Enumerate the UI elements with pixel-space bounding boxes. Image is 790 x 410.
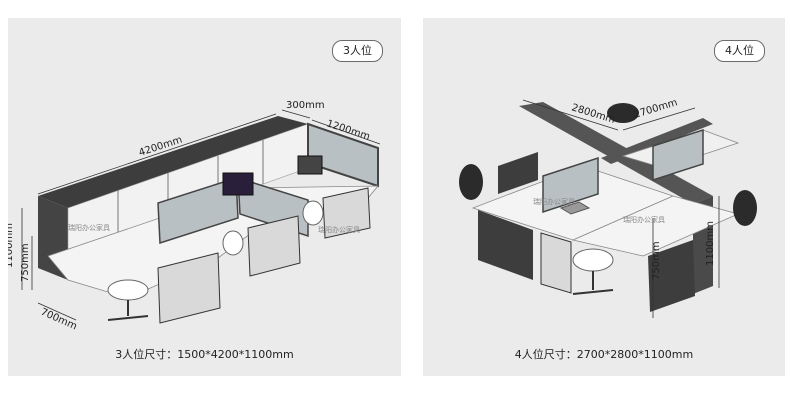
monitor <box>297 155 323 175</box>
dimension-depth-top: 300mm <box>286 100 325 111</box>
office-chair <box>107 279 149 301</box>
office-chair <box>572 248 614 272</box>
dimension-line <box>37 113 277 195</box>
product-panel-4-seat: 4人位 2800mm 2700mm 1100mm <box>423 18 785 376</box>
office-chair <box>222 230 244 256</box>
monitor <box>222 172 254 196</box>
office-chair <box>733 190 757 226</box>
desk-pedestal <box>478 210 533 280</box>
glass-partition <box>542 156 599 214</box>
watermark: 瑞阳办公家具 <box>623 215 665 224</box>
product-panel-3-seat: 3人位 4200mm <box>8 18 401 376</box>
workstation-illustration-3-seat: 4200mm 300mm 1200mm 1100mm 750mm 700mm 瑞… <box>8 100 381 333</box>
divider-panel <box>157 176 239 245</box>
office-chair <box>607 103 639 123</box>
workstation-illustration-4-seat: 2800mm 2700mm 1100mm 750mm 瑞阳办公家具 瑞阳办公家具 <box>459 97 757 318</box>
drawer-cabinet <box>247 215 301 277</box>
seat-count-badge: 3人位 <box>332 40 383 62</box>
watermark: 瑞阳办公家具 <box>68 223 110 232</box>
dimension-depth-bottom: 700mm <box>39 307 79 333</box>
office-chair <box>302 200 324 226</box>
drawer-cabinet <box>540 232 572 294</box>
drawer-cabinet <box>322 187 371 239</box>
dimension-height-desk: 750mm <box>651 241 662 280</box>
glass-partition <box>652 128 704 182</box>
size-caption: 4人位尺寸：2700*2800*1100mm <box>514 348 694 361</box>
seat-count-badge: 4人位 <box>714 40 765 62</box>
dimension-height-total: 1100mm <box>705 221 716 266</box>
drawer-cabinet <box>157 252 221 324</box>
office-chair <box>459 164 483 200</box>
dimension-line <box>522 99 619 131</box>
hutch-top-beam <box>38 116 308 208</box>
dimension-height-total: 1100mm <box>8 223 15 268</box>
size-caption: 3人位尺寸：1500*4200*1100mm <box>115 348 294 361</box>
dimension-length-b: 2700mm <box>633 97 679 121</box>
desk-pedestal <box>648 240 695 312</box>
watermark: 瑞阳办公家具 <box>318 225 360 234</box>
laptop <box>559 201 591 215</box>
watermark: 瑞阳办公家具 <box>533 197 575 206</box>
dimension-height-desk: 750mm <box>20 243 31 282</box>
